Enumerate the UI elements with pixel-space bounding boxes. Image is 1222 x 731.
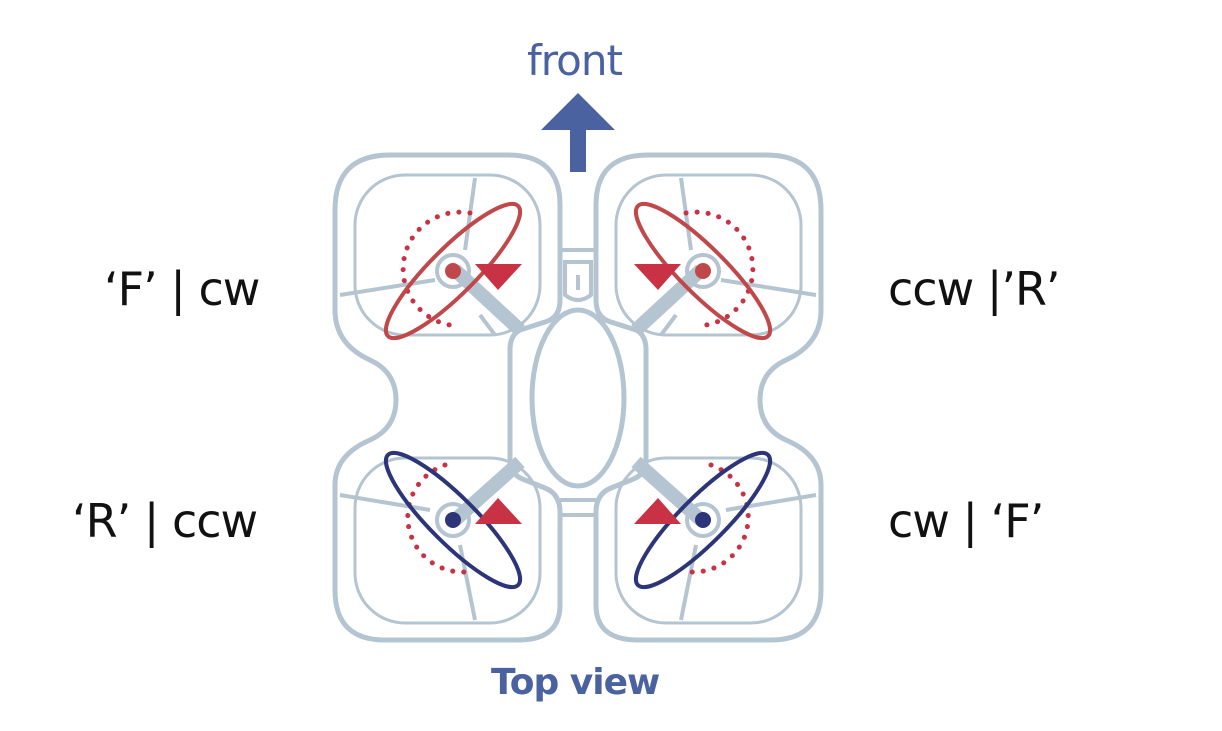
front-label: front xyxy=(527,36,623,85)
motor-bl xyxy=(435,502,471,538)
guard-tr xyxy=(614,173,803,337)
triangle-down-icon xyxy=(475,264,522,290)
motor-tr xyxy=(685,253,721,289)
motor-tl xyxy=(435,253,471,289)
right-bumper xyxy=(593,152,824,643)
triangle-up-icon xyxy=(475,498,522,524)
motor-label-front-right: ccw |’R’ xyxy=(888,262,1061,316)
propeller-front-right xyxy=(633,201,773,341)
guard-br xyxy=(614,456,803,625)
rotation-arc-tr xyxy=(683,209,756,328)
direction-markers xyxy=(475,264,681,524)
motor-label-front-left: ‘F’ | cw xyxy=(104,262,260,316)
rear-connector xyxy=(560,498,596,517)
guard-bl xyxy=(353,456,542,625)
motor-label-rear-left: ‘R’ | ccw xyxy=(72,494,258,548)
drone-frame xyxy=(332,152,824,643)
hub-dot-bl xyxy=(445,512,461,528)
hub-dot-tl xyxy=(445,263,461,279)
triangle-up-icon xyxy=(634,498,681,524)
guard-tl xyxy=(353,173,542,337)
front-connector xyxy=(560,248,596,264)
propeller-rear-right xyxy=(633,450,773,590)
rotation-arc-tl xyxy=(400,209,473,328)
motor-label-rear-right: cw | ‘F’ xyxy=(888,494,1044,548)
camera-mount xyxy=(563,262,593,302)
motor-br xyxy=(685,502,721,538)
rotation-arcs xyxy=(400,209,756,575)
propeller-rear-left xyxy=(383,450,523,590)
hub-dot-tr xyxy=(695,263,711,279)
battery-body xyxy=(529,307,627,489)
front-arrow-icon xyxy=(541,93,615,172)
left-bumper xyxy=(332,152,563,643)
triangle-down-icon xyxy=(634,264,681,290)
propellers xyxy=(383,201,773,590)
hub-dot-br xyxy=(695,512,711,528)
propeller-front-left xyxy=(383,201,523,341)
rotation-arc-br xyxy=(688,462,751,575)
rotation-arc-bl xyxy=(405,462,468,575)
caption-top-view: Top view xyxy=(491,662,660,703)
